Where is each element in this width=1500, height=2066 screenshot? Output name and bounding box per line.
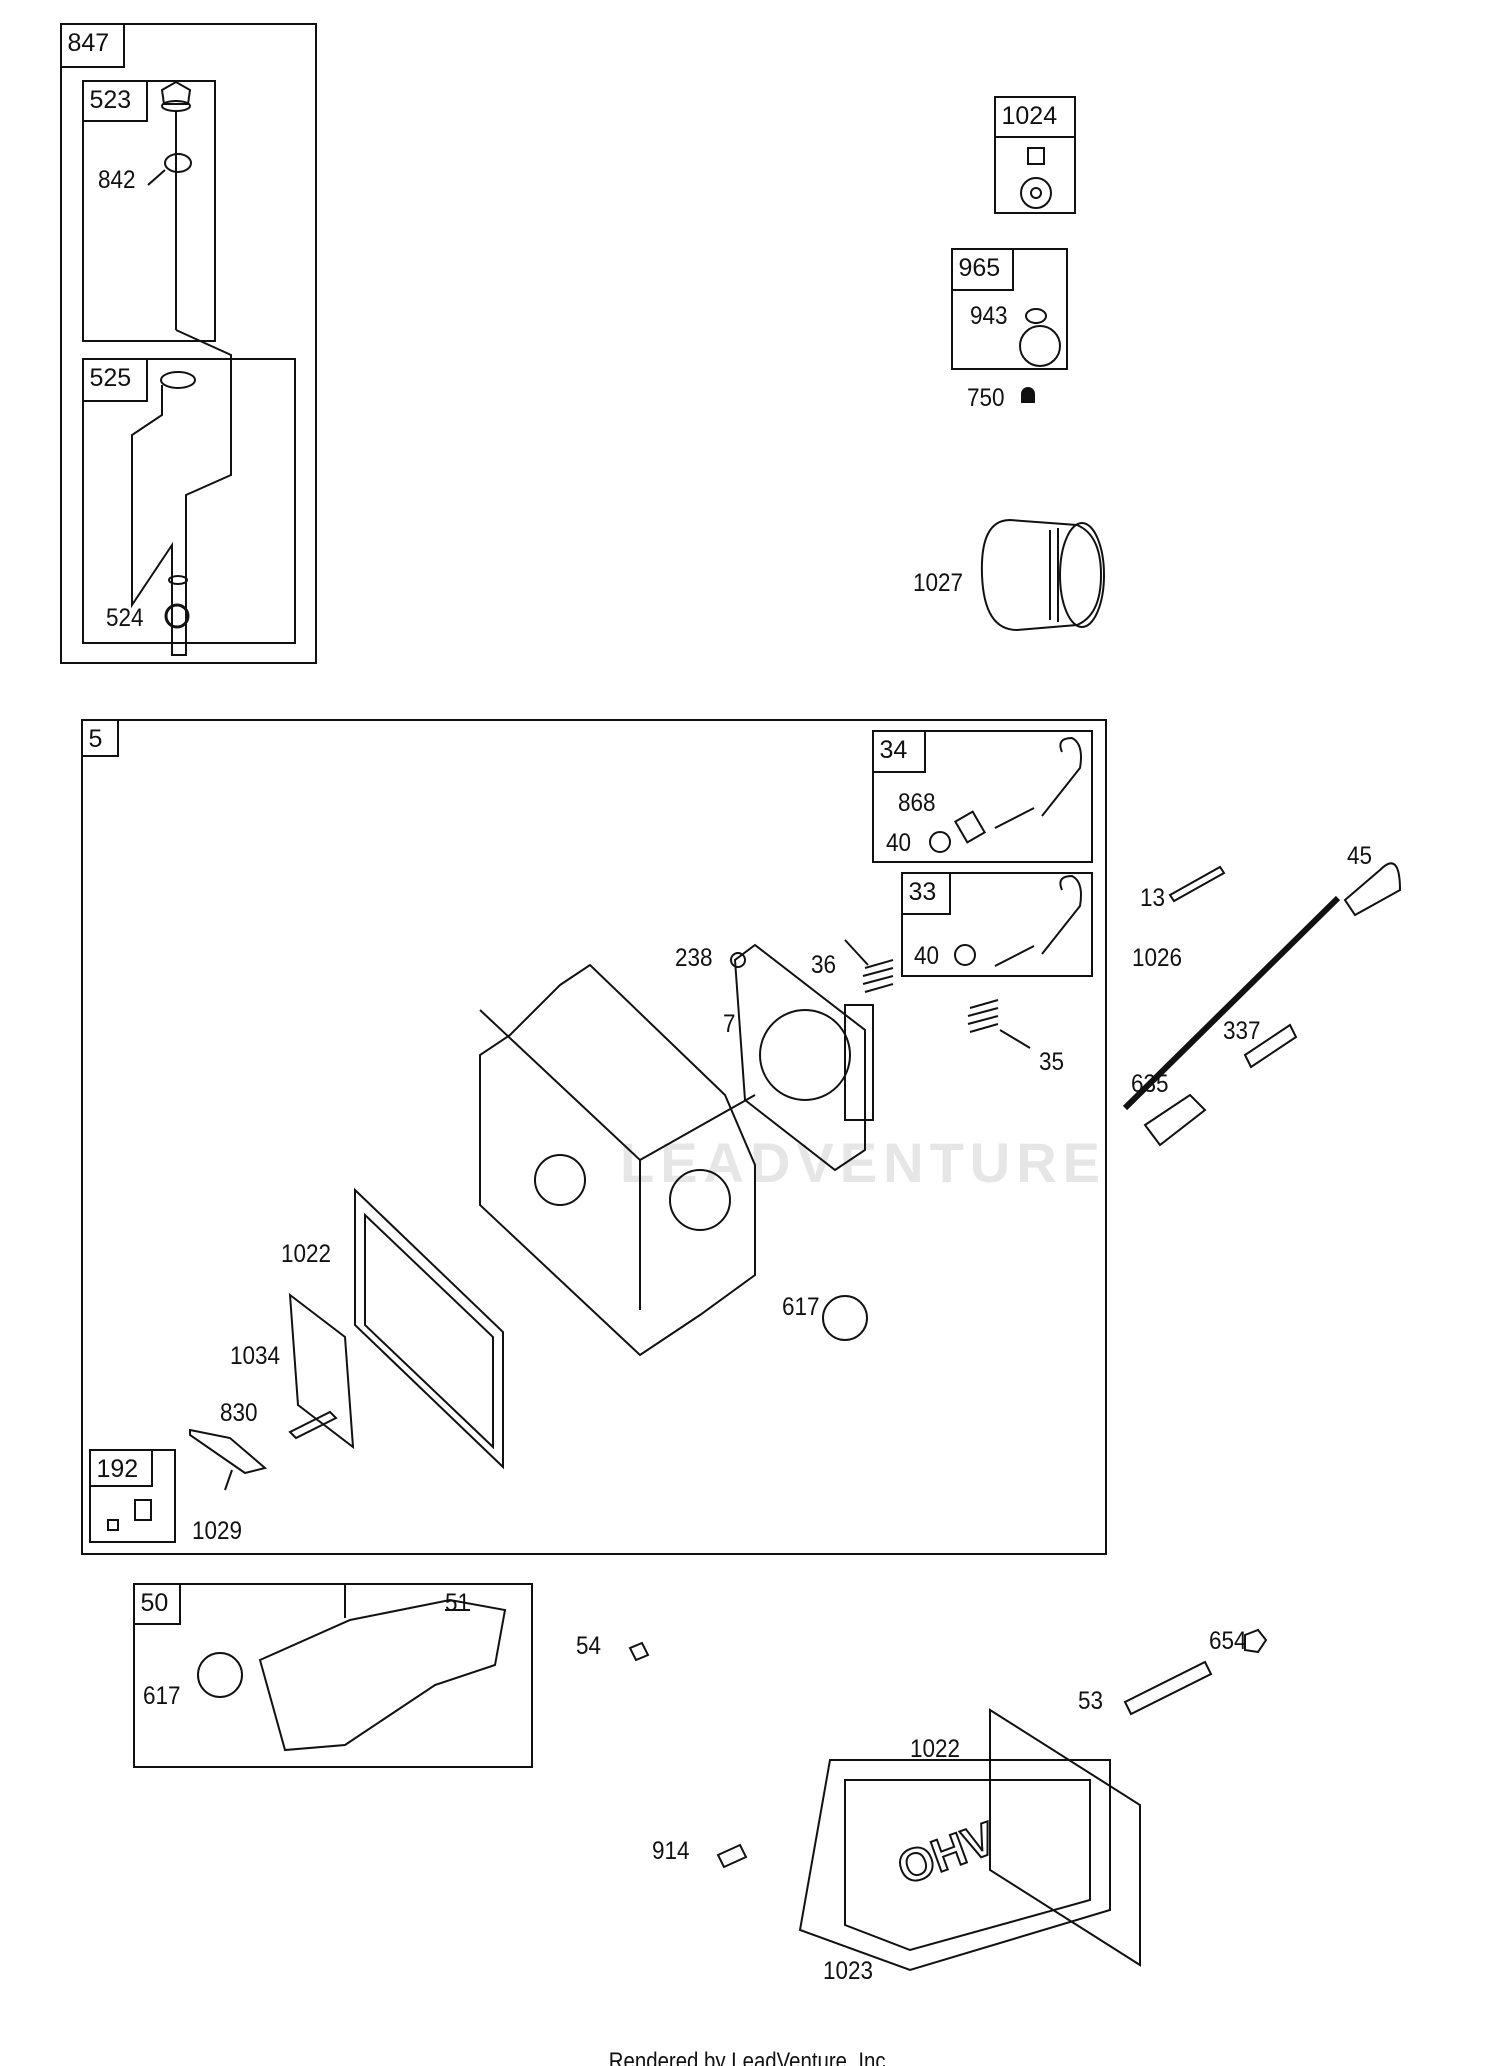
- spark-plug-boot-part: [1143, 1093, 1207, 1147]
- callout-635[interactable]: 635: [1131, 1070, 1169, 1098]
- callout-36[interactable]: 36: [811, 951, 837, 979]
- spark-plug-part: [1243, 1023, 1298, 1069]
- assembly-tag[interactable]: 50: [132, 1582, 181, 1625]
- assembly-box-965[interactable]: 965: [950, 247, 1068, 370]
- callout-40[interactable]: 40: [886, 829, 912, 857]
- cover-logo: OHV: [891, 1811, 1003, 1894]
- assembly-tag[interactable]: 1024: [993, 95, 1076, 138]
- callout-617[interactable]: 617: [782, 1293, 820, 1321]
- callout-1026[interactable]: 1026: [1132, 944, 1183, 972]
- callout-1022[interactable]: 1022: [910, 1735, 961, 1763]
- assembly-tag[interactable]: 847: [59, 22, 125, 68]
- cover-gasket-part: [989, 1708, 1141, 1967]
- callout-654[interactable]: 654: [1209, 1627, 1247, 1655]
- callout-943[interactable]: 943: [970, 302, 1008, 330]
- callout-45[interactable]: 45: [1347, 842, 1373, 870]
- callout-914[interactable]: 914: [652, 1837, 690, 1865]
- assembly-tag[interactable]: 33: [900, 871, 951, 915]
- oil-fill-tube-part: [131, 329, 232, 656]
- valve-parts: [929, 736, 1082, 967]
- breather-plate-part: [288, 1292, 355, 1450]
- watermark: LEADVENTURE: [620, 1131, 1107, 1194]
- callout-53[interactable]: 53: [1078, 1687, 1104, 1715]
- callout-830[interactable]: 830: [220, 1399, 258, 1427]
- bracket-part: [189, 1428, 268, 1475]
- callout-238[interactable]: 238: [675, 944, 713, 972]
- assembly-box-33[interactable]: 33: [900, 871, 1093, 977]
- callout-51[interactable]: 51: [445, 1589, 471, 1617]
- callout-337[interactable]: 337: [1223, 1017, 1261, 1045]
- rocker-cover-gasket-part: [354, 1187, 504, 1470]
- callout-54[interactable]: 54: [576, 1632, 602, 1660]
- oil-filter-part: [980, 518, 1105, 632]
- head-gasket-part: [733, 943, 874, 1172]
- callout-1029[interactable]: 1029: [192, 1517, 243, 1545]
- callout-750[interactable]: 750: [967, 384, 1005, 412]
- callout-35[interactable]: 35: [1039, 1048, 1065, 1076]
- o-ring-part: [822, 1295, 868, 1341]
- assembly-tag[interactable]: 525: [81, 357, 148, 402]
- callout-868[interactable]: 868: [898, 789, 936, 817]
- stud-part: [288, 1410, 338, 1440]
- tappet-part: [1343, 862, 1402, 917]
- callout-1034[interactable]: 1034: [230, 1342, 281, 1370]
- nut-part: [1244, 1628, 1268, 1654]
- dipstick-part: [147, 80, 192, 330]
- cover-plate-part: [1019, 308, 1061, 403]
- callout-40[interactable]: 40: [914, 942, 940, 970]
- valve-cover-part: OHV: [798, 1759, 1111, 1972]
- assembly-tag[interactable]: 5: [80, 718, 119, 757]
- assembly-tag[interactable]: 34: [871, 729, 926, 773]
- callout-7[interactable]: 7: [723, 1010, 736, 1038]
- valve-spring-parts: [730, 939, 1031, 1049]
- callout-1023[interactable]: 1023: [823, 1957, 874, 1985]
- stud-part-2: [1123, 1660, 1213, 1716]
- assembly-box-525[interactable]: 525: [81, 357, 296, 644]
- assembly-tag[interactable]: 192: [88, 1448, 153, 1487]
- callout-1027[interactable]: 1027: [913, 569, 964, 597]
- assembly-box-5[interactable]: 5: [80, 718, 1107, 1555]
- callout-1022[interactable]: 1022: [281, 1240, 332, 1268]
- callout-617[interactable]: 617: [143, 1682, 181, 1710]
- cylinder-head-part: [479, 963, 756, 1357]
- assembly-box-1024[interactable]: 1024: [993, 95, 1076, 214]
- assembly-tag[interactable]: 523: [81, 79, 148, 122]
- footer-credit: Rendered by LeadVenture, Inc.: [608, 2048, 892, 2066]
- assembly-box-847[interactable]: 847: [59, 22, 317, 664]
- assembly-box-34[interactable]: 34: [871, 729, 1093, 863]
- assembly-tag[interactable]: 965: [950, 247, 1014, 291]
- assembly-box-50[interactable]: 50: [132, 1582, 533, 1768]
- push-rod-part: [1122, 895, 1341, 1111]
- screw-part: [628, 1641, 650, 1662]
- callout-524[interactable]: 524: [106, 604, 144, 632]
- callout-13[interactable]: 13: [1140, 884, 1166, 912]
- callout-842[interactable]: 842: [98, 166, 136, 194]
- bolt-part-2: [716, 1843, 748, 1869]
- plug-parts: [107, 1499, 152, 1531]
- bolt-part: [1168, 865, 1226, 903]
- fitting-part: [1020, 147, 1052, 209]
- assembly-box-523[interactable]: 523: [81, 79, 216, 342]
- assembly-box-192[interactable]: 192: [88, 1448, 176, 1543]
- intake-manifold-part: [197, 1583, 507, 1752]
